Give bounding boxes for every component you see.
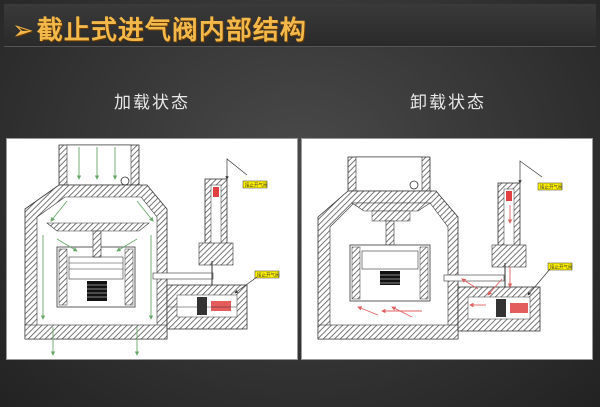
red-seal-marker	[510, 303, 528, 313]
flow-arrows-loaded	[40, 147, 154, 356]
sensor-port	[120, 176, 130, 186]
diagram-loaded-state: 接止开气阀 接止开气阀	[6, 138, 298, 360]
annotation-tag-top	[537, 182, 563, 191]
solenoid-port-marker	[213, 187, 219, 197]
annotation-tag-top-text: 接止开气阀	[540, 184, 563, 191]
solenoid-port-marker	[506, 191, 512, 201]
connecting-pipe	[443, 274, 505, 282]
annotation-tag-top-text: 接止开气阀	[245, 182, 268, 189]
slide-title-text: 截止式进气阀内部结构	[36, 16, 307, 46]
valve-base	[24, 324, 168, 340]
spring	[380, 271, 400, 285]
slide-title: ➢截止式进气阀内部结构	[12, 10, 307, 47]
valve-cross-section-unloaded: 接止开气阀 接止开气阀	[317, 156, 573, 340]
annotation-tag-bottom	[547, 262, 573, 271]
valve-base	[317, 324, 459, 340]
valve-cross-section-loaded: 接止开气阀 接止开气阀	[24, 144, 280, 356]
sensor-port	[409, 180, 419, 190]
annotation-tag-top	[242, 180, 268, 189]
control-spool	[197, 297, 207, 315]
valve-stem	[385, 220, 395, 246]
spring	[87, 281, 107, 301]
connecting-pipe	[152, 272, 214, 280]
valve-stem	[92, 230, 102, 258]
flow-arrows-unloaded	[357, 205, 528, 318]
red-seal-marker	[211, 301, 231, 311]
valve-plate	[351, 202, 431, 212]
triangle-arrow-icon: ➢	[12, 16, 35, 46]
piston	[361, 250, 419, 270]
annotation-tag-bottom	[254, 270, 280, 279]
piston	[68, 256, 124, 280]
diagram-unloaded-state: 接止开气阀 接止开气阀	[301, 138, 593, 360]
control-spool	[496, 299, 506, 317]
valve-plate	[46, 222, 150, 232]
title-bar: ➢截止式进气阀内部结构	[4, 4, 596, 47]
label-unloaded-state: 卸载状态	[410, 93, 486, 113]
annotation-tag-bottom-text: 接止开气阀	[257, 272, 280, 279]
annotation-tag-bottom-text: 接止开气阀	[550, 264, 573, 271]
label-loaded-state: 加载状态	[114, 93, 190, 113]
